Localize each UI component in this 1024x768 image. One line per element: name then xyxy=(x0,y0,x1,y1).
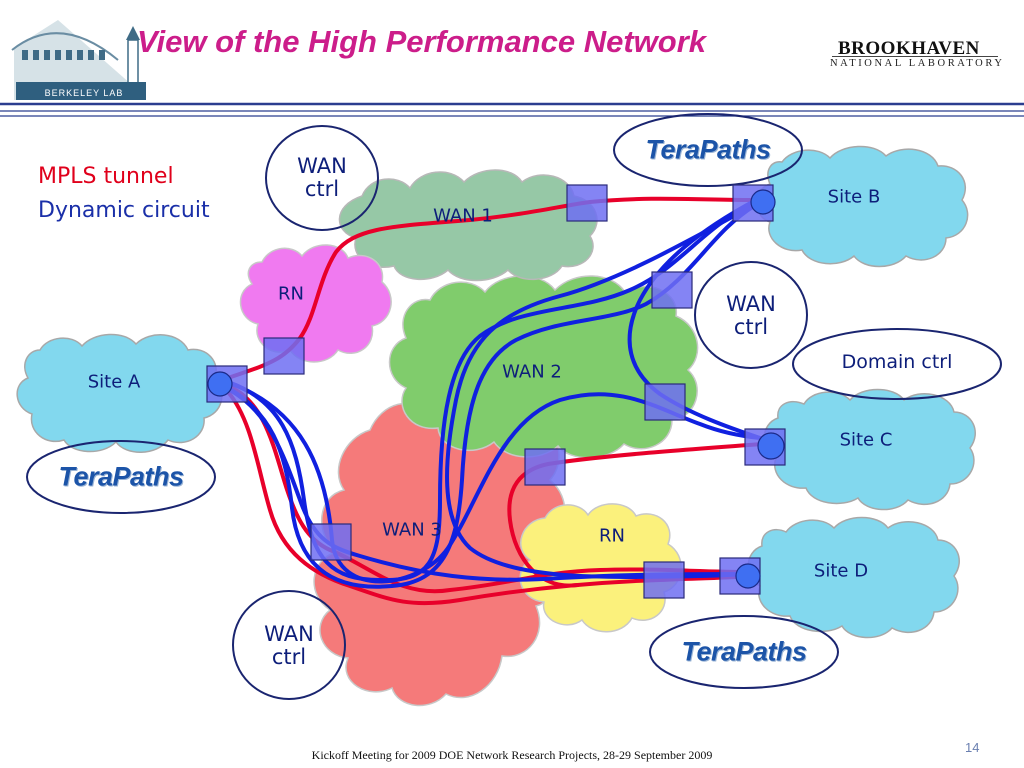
page-number: 14 xyxy=(965,740,980,755)
terapaths-left-ellipse xyxy=(26,440,216,514)
terapaths-bottom-ellipse xyxy=(649,615,839,689)
site-b-cloud xyxy=(755,145,969,268)
wan2-cloud xyxy=(388,275,699,459)
legend-dynamic-circuit: Dynamic circuit xyxy=(38,198,210,223)
router-rn-top xyxy=(263,337,305,375)
router-wan2-right xyxy=(644,383,686,421)
brookhaven-logo xyxy=(832,56,998,57)
wan-ctrl-1-ellipse xyxy=(265,125,379,231)
wan-ctrl-2-ellipse xyxy=(694,261,808,369)
rn-top-label: RN xyxy=(278,283,304,305)
site-a-cloud xyxy=(16,333,223,453)
router-wan1 xyxy=(566,184,608,222)
router-wan2-top xyxy=(651,271,693,309)
wan-ctrl-1-label: WAN ctrl xyxy=(297,154,347,201)
terapaths-top-logo: TeraPaths xyxy=(645,134,771,165)
terapaths-bottom-logo: TeraPaths xyxy=(681,636,807,667)
page-title: View of the High Performance Network xyxy=(137,24,707,59)
terapaths-top-ellipse xyxy=(613,113,803,187)
mpls-a-d-1 xyxy=(226,384,754,594)
dynamic-circuits xyxy=(226,198,762,589)
endpoint-site-b xyxy=(750,189,776,215)
wan2-label: WAN 2 xyxy=(502,361,562,383)
brookhaven-subtitle: NATIONAL LABORATORY xyxy=(830,58,1005,69)
endpoint-site-d xyxy=(735,563,761,589)
wan1-label: WAN 1 xyxy=(433,205,493,227)
terapaths-left-logo: TeraPaths xyxy=(58,461,184,492)
wan-ctrl-3-label: WAN ctrl xyxy=(264,622,314,669)
dyn-a-b-2 xyxy=(226,204,756,589)
site-d-label: Site D xyxy=(813,560,869,582)
dyn-b-c xyxy=(627,198,762,440)
domain-ctrl-label: Domain ctrl xyxy=(841,351,953,373)
footer-text: Kickoff Meeting for 2009 DOE Network Res… xyxy=(311,748,713,762)
site-b-label: Site B xyxy=(827,186,881,208)
wan-ctrl-3-ellipse xyxy=(232,590,346,700)
berkeley-lab-logo xyxy=(11,20,146,100)
wan3-label: WAN 3 xyxy=(382,519,442,541)
site-endpoints xyxy=(207,189,785,589)
endpoint-site-c xyxy=(757,432,785,460)
router-rn-bottom xyxy=(643,561,685,599)
endpoint-site-a xyxy=(207,371,233,397)
dyn-a-c xyxy=(230,382,762,584)
berkeley-lab-label: BERKELEY LAB xyxy=(44,88,124,98)
site-a-label: Site A xyxy=(87,371,141,393)
domain-ctrl-ellipse xyxy=(792,328,1002,400)
router-wan3-right xyxy=(524,448,566,486)
wan1-cloud xyxy=(338,169,598,282)
router-wan3-left xyxy=(310,523,352,561)
rn-bottom-label: RN xyxy=(599,525,625,547)
site-c-label: Site C xyxy=(839,429,893,451)
brookhaven-name: BROOKHAVEN xyxy=(838,38,980,59)
rn-bottom-cloud xyxy=(519,503,682,633)
legend-mpls-tunnel: MPLS tunnel xyxy=(38,164,174,189)
dyn-a-b-1 xyxy=(226,202,754,583)
wan-ctrl-2-label: WAN ctrl xyxy=(726,292,776,339)
